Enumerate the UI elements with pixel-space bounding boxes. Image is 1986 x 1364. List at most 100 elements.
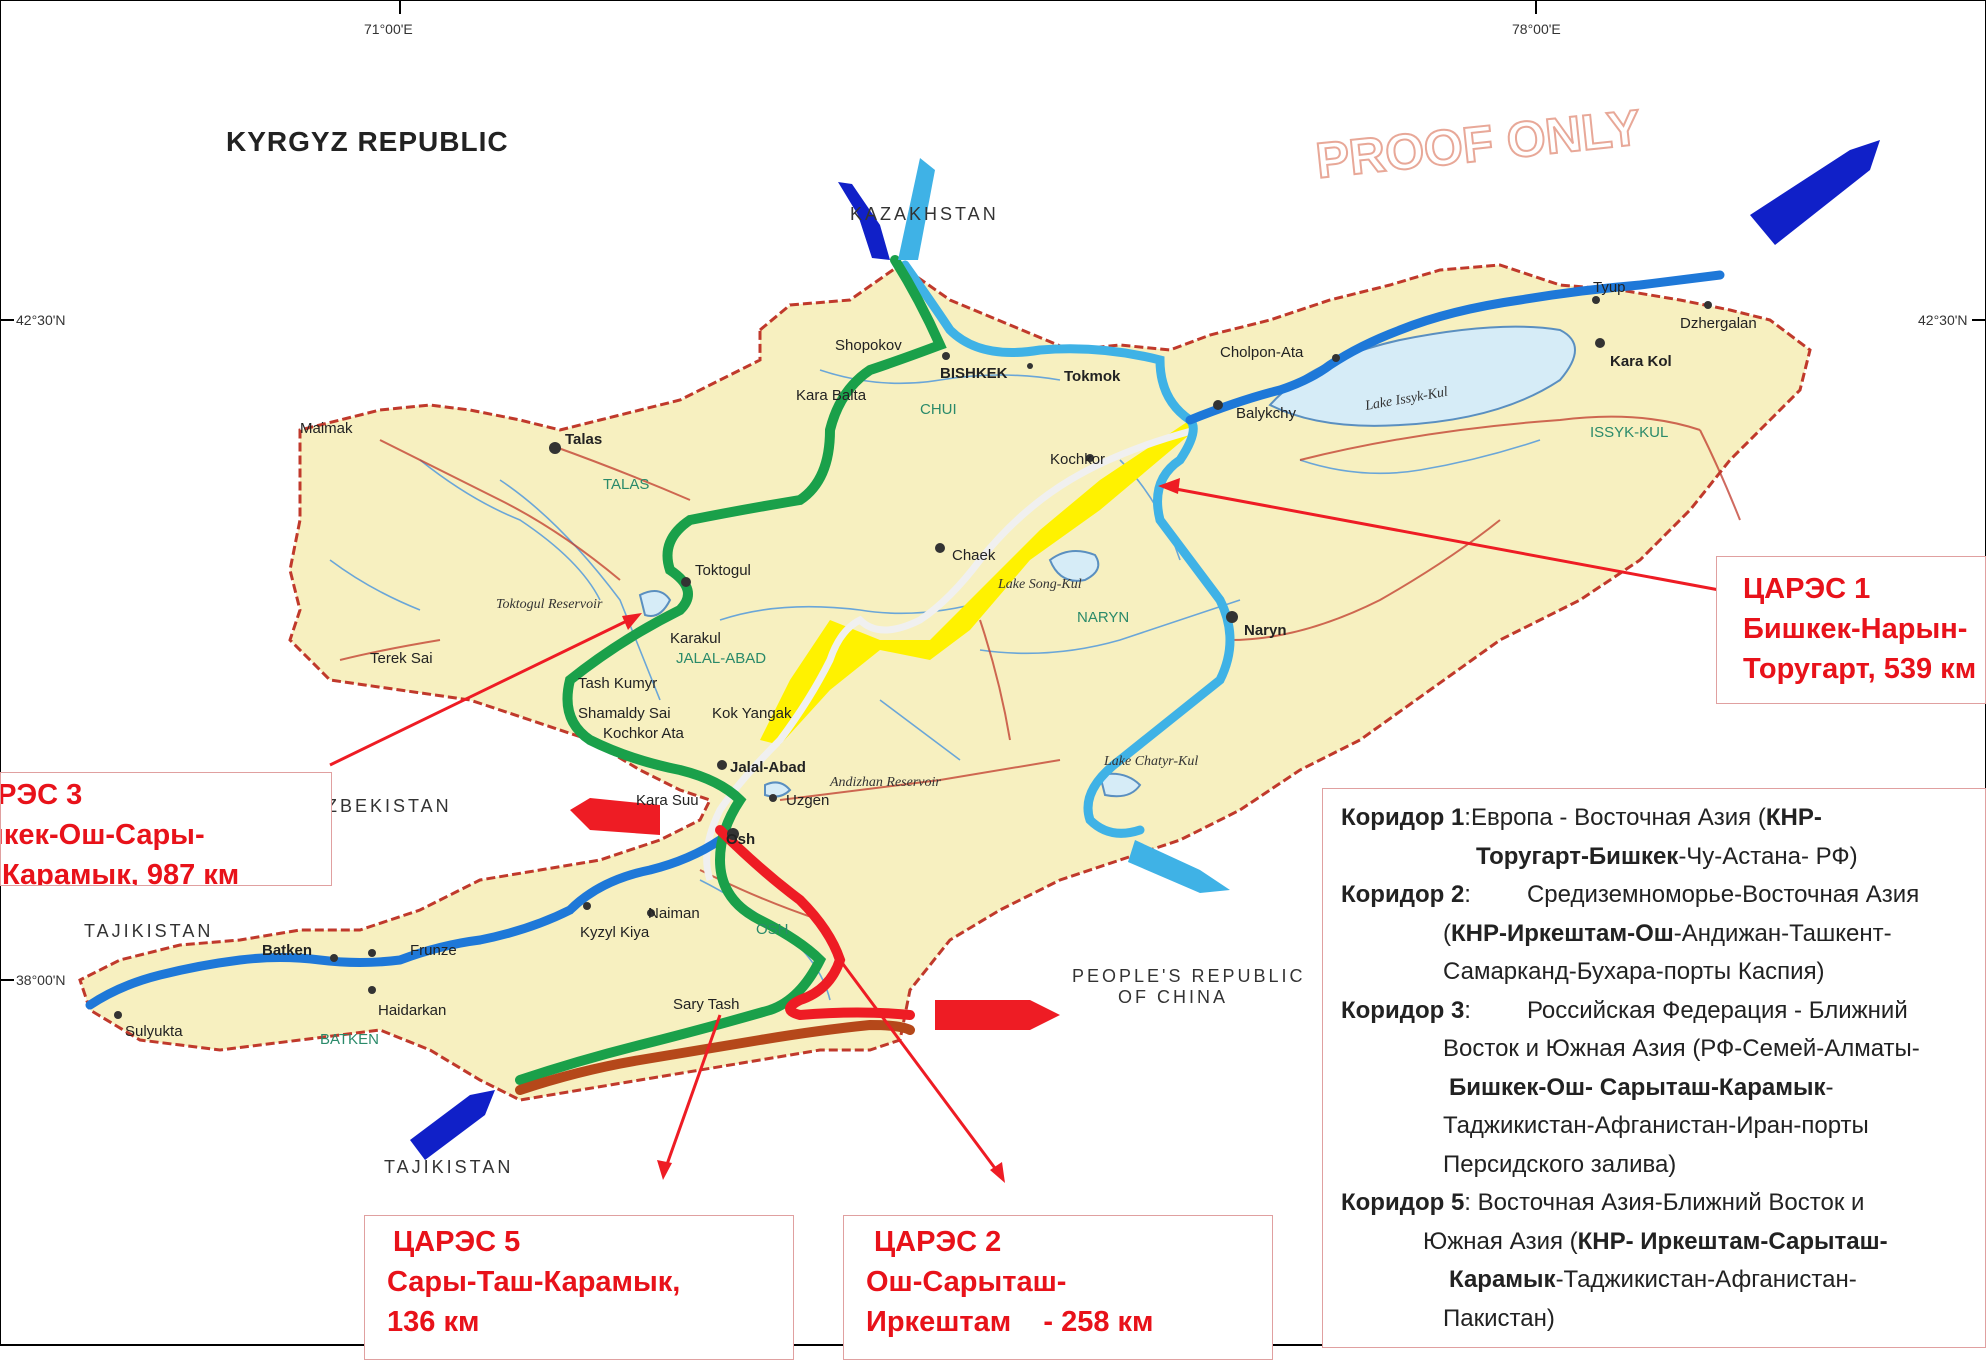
lake-chatyr-kul-label: Lake Chatyr-Kul — [1103, 754, 1198, 769]
lake-toktogul-label: Toktogul Reservoir — [496, 597, 603, 612]
tsares-3-length: Таш-Карамык, 987 км — [1, 859, 240, 886]
country-china-line2: OF CHINA — [1118, 987, 1228, 1007]
city-talas: Talas — [565, 431, 602, 448]
corridors-legend: Коридор 1:Европа - Восточная Азия (КНР- … — [1322, 788, 1986, 1348]
legend-c3-line3: Бишкек-Ош- Сарыташ-Карамык- — [1449, 1073, 1834, 1101]
city-osh: Osh — [726, 831, 755, 848]
city-batken: Batken — [262, 942, 312, 959]
city-uzgen: Uzgen — [786, 792, 829, 809]
city-dots — [114, 296, 1712, 1019]
country-tajikistan-south: TAJIKISTAN — [384, 1157, 513, 1177]
city-sulyukta: Sulyukta — [125, 1023, 183, 1040]
city-chaek: Chaek — [952, 547, 996, 564]
tsares-1-box: ЦАРЭС 1 Бишкек-Нарын- Торугарт, 539 км — [1716, 556, 1986, 704]
city-tash-kumyr: Tash Kumyr — [578, 675, 657, 692]
city-bishkek: BISHKEK — [940, 365, 1008, 382]
tsares-2-box: ЦАРЭС 2 Ош-Сарыташ- Иркештам - 258 км — [843, 1215, 1273, 1360]
city-karakul: Karakul — [670, 630, 721, 647]
tsares-1-title: ЦАРЭС 1 — [1743, 573, 1871, 605]
arrow-blue-northeast — [1750, 140, 1880, 245]
region-jalal-abad: JALAL-ABAD — [676, 650, 766, 667]
tsares-5-box: ЦАРЭС 5 Сары-Таш-Карамык, 136 км — [364, 1215, 794, 1360]
lat-3800-label: 38°00'N — [16, 972, 66, 988]
country-uzbekistan: UZBEKISTAN — [310, 796, 452, 816]
lake-song-kul-label: Lake Song-Kul — [997, 577, 1082, 592]
city-haidarkan: Haidarkan — [378, 1002, 446, 1019]
city-frunze: Frunze — [410, 942, 457, 959]
city-cholpon-ata: Cholpon-Ata — [1220, 344, 1304, 361]
lake-chatyr-kul — [1098, 772, 1142, 798]
city-shopokov: Shopokov — [835, 337, 902, 354]
tsares-2-route: Ош-Сарыташ- — [866, 1266, 1067, 1298]
legend-c1-line1: Коридор 1:Европа - Восточная Азия (КНР- — [1341, 804, 1822, 831]
tsares-5-length: 136 км — [387, 1306, 480, 1338]
legend-c3-line5: Персидского залива) — [1443, 1150, 1677, 1178]
region-chui: CHUI — [920, 401, 957, 418]
legend-c3-line4: Таджикистан-Афганистан-Иран-порты — [1443, 1112, 1869, 1139]
city-kochkor: Kochkor — [1050, 451, 1105, 468]
lake-issyk-kul — [1268, 325, 1576, 427]
corridor-blue-issyk-kul — [1185, 270, 1725, 425]
legend-c5-line3: Карамык-Таджикистан-Афганистан- — [1449, 1266, 1857, 1293]
tsares-3-title: ЦАРЭС 3 — [0, 779, 83, 811]
lon-71-label: 71°00'E — [364, 21, 413, 37]
arrow-lightblue-torugart — [1128, 840, 1230, 893]
city-jalal-abad: Jalal-Abad — [730, 759, 806, 776]
tsares-2-title: ЦАРЭС 2 — [874, 1226, 1002, 1258]
lat-4230-left-label: 42°30'N — [16, 312, 66, 328]
city-tokmok: Tokmok — [1064, 368, 1121, 385]
tsares-2-length: Иркештам - 258 км — [866, 1306, 1154, 1338]
city-tyup: Tyup — [1593, 279, 1626, 296]
andizhan-reservoir-label: Andizhan Reservoir — [829, 775, 941, 790]
city-kara-suu: Kara Suu — [636, 792, 699, 809]
tsares-1-route: Бишкек-Нарын- — [1743, 613, 1968, 645]
map-title: KYRGYZ REPUBLIC — [226, 126, 509, 157]
city-sary-tash: Sary Tash — [673, 996, 739, 1013]
tsares-1-length: Торугарт, 539 км — [1743, 653, 1977, 685]
legend-c2-line2: (КНР-Иркештам-Ош-Андижан-Ташкент- — [1443, 919, 1892, 947]
region-batken: BATKEN — [320, 1031, 379, 1048]
corridor-blue-batken — [85, 835, 725, 1010]
tsares-5-route: Сары-Таш-Карамык, — [387, 1266, 681, 1298]
region-talas: TALAS — [603, 476, 649, 493]
city-terek-sai: Terek Sai — [370, 650, 433, 667]
tsares-3-route: Бишкек-Ош-Сары- — [1, 819, 205, 851]
city-kok-yangak: Kok Yangak — [712, 705, 792, 722]
country-china-line1: PEOPLE'S REPUBLIC — [1072, 966, 1306, 986]
arrow-blue-kazakhstan — [838, 182, 890, 260]
corridor-yellow — [760, 420, 1195, 745]
arrow-red-west — [570, 798, 660, 835]
legend-c2-line3: Самарканд-Бухара-порты Каспия) — [1443, 958, 1825, 985]
lake-toktogul — [638, 590, 672, 617]
legend-c2-line1: Коридор 2:Средиземноморье-Восточная Азия — [1341, 881, 1920, 908]
region-issyk-kul: ISSYK-KUL — [1590, 424, 1668, 441]
arrow-lightblue-kazakhstan — [898, 158, 935, 260]
lat-4230-right-label: 42°30'N — [1918, 312, 1968, 328]
arrow-blue-tajikistan — [410, 1090, 495, 1160]
tsares-3-box: ЦАРЭС 3 Бишкек-Ош-Сары- Таш-Карамык, 987… — [0, 772, 332, 886]
roads — [339, 415, 1741, 921]
country-tajikistan-west: TAJIKISTAN — [84, 921, 213, 941]
city-naiman: Naiman — [648, 905, 700, 922]
legend-c1-line2: Торугарт-Бишкек-Чу-Астана- РФ) — [1476, 842, 1858, 870]
pointer-heads — [622, 478, 1180, 1183]
corridor-3-route — [515, 255, 947, 1085]
country-kazakhstan: KAZAKHSTAN — [850, 204, 999, 224]
city-kara-kol: Kara Kol — [1610, 353, 1672, 370]
corridor-white — [703, 426, 1196, 882]
city-naryn: Naryn — [1244, 622, 1287, 639]
city-shamaldy-sai: Shamaldy Sai — [578, 705, 671, 722]
pointer-lines — [329, 485, 1731, 1176]
tsares-5-title: ЦАРЭС 5 — [393, 1226, 521, 1258]
region-naryn: NARYN — [1077, 609, 1129, 626]
lon-78-label: 78°00'E — [1512, 21, 1561, 37]
legend-c5-line4: Пакистан) — [1443, 1304, 1555, 1332]
city-kochkor-ata: Kochkor Ata — [603, 725, 685, 742]
corridor-5-route — [515, 1019, 915, 1095]
legend-c3-line2: Восток и Южная Азия (РФ-Семей-Алматы- — [1443, 1035, 1920, 1062]
arrow-red-east — [935, 1000, 1060, 1030]
corridor-1-route — [900, 260, 1235, 838]
corridor-2-route — [715, 825, 915, 1021]
lake-song-kul — [1048, 550, 1100, 582]
